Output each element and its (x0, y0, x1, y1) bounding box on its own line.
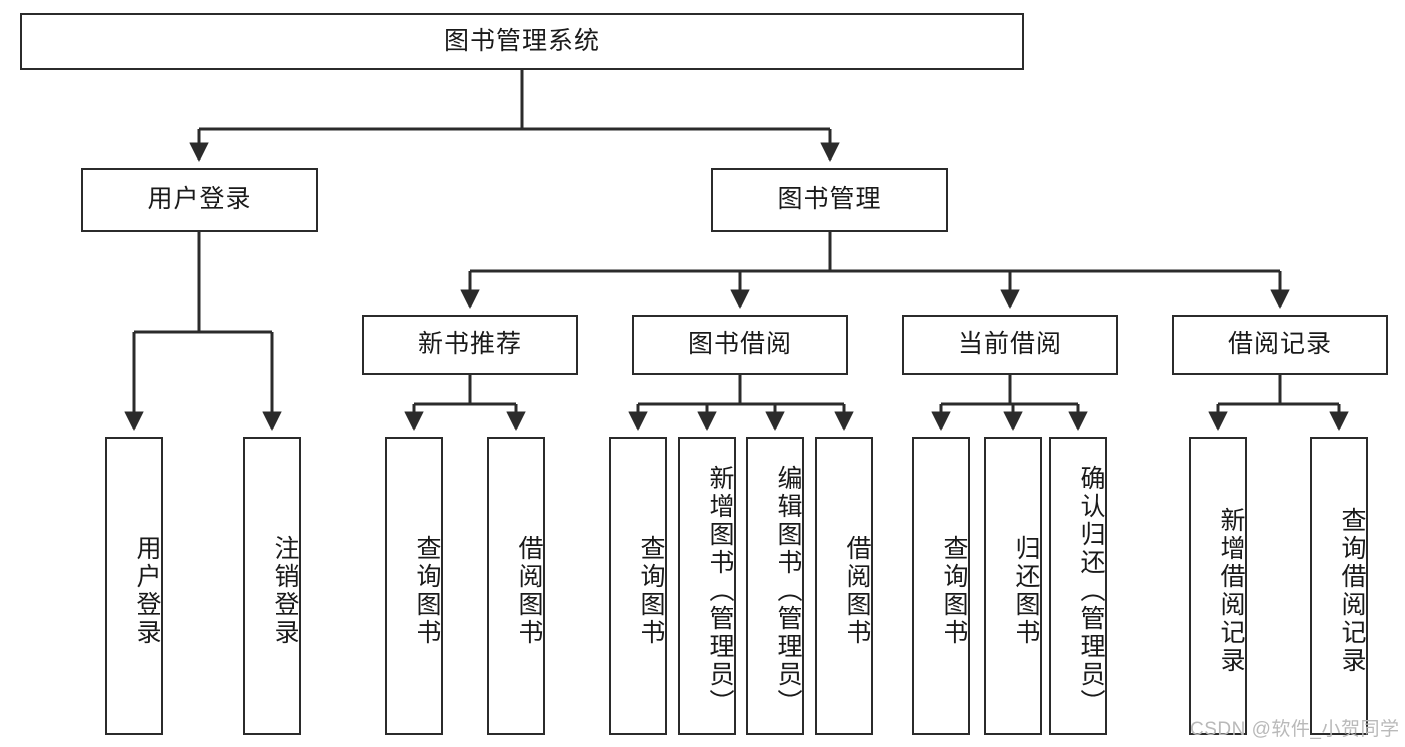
leaf-return-books[interactable]: 归还图书 (984, 437, 1042, 735)
leaf-add-borrow-record[interactable]: 新增借阅记录 (1189, 437, 1247, 735)
csdn-watermark: CSDN @软件_小贺同学 (1190, 719, 1400, 740)
leaf-borrow-books-borrowing[interactable]: 借阅图书 (815, 437, 873, 735)
node-book-management[interactable]: 图书管理 (711, 168, 948, 232)
node-book-borrowing[interactable]: 图书借阅 (632, 315, 848, 375)
leaf-query-books-borrowing[interactable]: 查询图书 (609, 437, 667, 735)
node-root-book-management-system[interactable]: 图书管理系统 (20, 13, 1024, 70)
node-user-login[interactable]: 用户登录 (81, 168, 318, 232)
node-borrowing-records[interactable]: 借阅记录 (1172, 315, 1388, 375)
leaf-query-books-newbook[interactable]: 查询图书 (385, 437, 443, 735)
leaf-confirm-return-admin[interactable]: 确认归还（管理员） (1049, 437, 1107, 735)
leaf-borrow-books-newbook[interactable]: 借阅图书 (487, 437, 545, 735)
node-current-borrowing[interactable]: 当前借阅 (902, 315, 1118, 375)
node-new-book-recommendation[interactable]: 新书推荐 (362, 315, 578, 375)
leaf-user-login[interactable]: 用户登录 (105, 437, 163, 735)
leaf-query-books-current[interactable]: 查询图书 (912, 437, 970, 735)
leaf-edit-book-admin[interactable]: 编辑图书（管理员） (746, 437, 804, 735)
leaf-add-book-admin[interactable]: 新增图书（管理员） (678, 437, 736, 735)
leaf-logout[interactable]: 注销登录 (243, 437, 301, 735)
leaf-query-borrow-record[interactable]: 查询借阅记录 (1310, 437, 1368, 735)
